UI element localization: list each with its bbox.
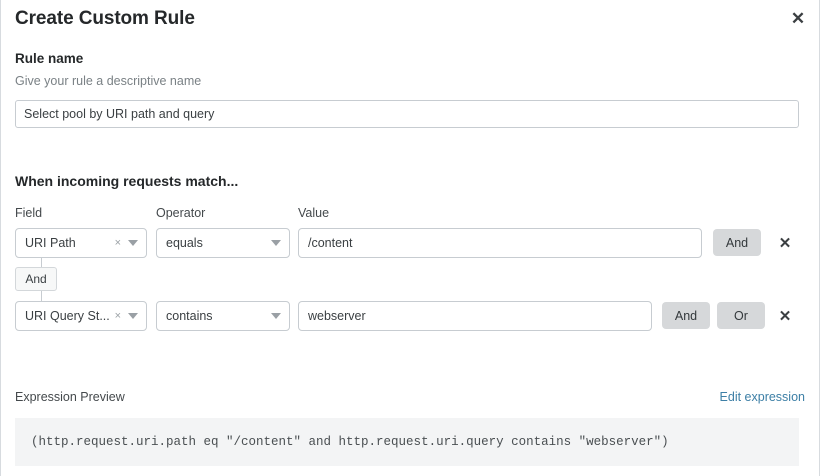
page-title: Create Custom Rule	[15, 8, 195, 29]
condition-row: URI Path × equals And ✕	[1, 228, 820, 258]
field-select-value-1: URI Query St...	[25, 309, 110, 323]
chevron-down-icon	[128, 240, 138, 246]
connector-line-top	[41, 258, 42, 267]
operator-select-0[interactable]: equals	[156, 228, 290, 258]
edit-expression-link[interactable]: Edit expression	[719, 390, 805, 404]
chevron-down-icon	[128, 313, 138, 319]
add-or-condition-button-1[interactable]: Or	[717, 302, 765, 329]
condition-row: URI Query St... × contains And Or ✕	[1, 301, 820, 331]
clear-icon[interactable]: ×	[114, 310, 121, 322]
delete-condition-icon-1[interactable]: ✕	[773, 301, 797, 331]
field-select-value-0: URI Path	[25, 236, 76, 250]
column-header-value: Value	[298, 206, 330, 220]
add-and-condition-button-1[interactable]: And	[662, 302, 710, 329]
expression-preview-box: (http.request.uri.path eq "/content" and…	[15, 418, 799, 466]
value-input-0[interactable]	[298, 228, 702, 258]
expression-preview-label: Expression Preview	[15, 390, 125, 404]
match-section-heading: When incoming requests match...	[15, 173, 239, 189]
rule-name-label: Rule name	[15, 51, 84, 66]
clear-icon[interactable]: ×	[114, 237, 121, 249]
expression-preview-text: (http.request.uri.path eq "/content" and…	[31, 435, 669, 449]
operator-select-value-0: equals	[166, 236, 203, 250]
connector-line-bottom	[41, 291, 42, 301]
add-and-condition-button-0[interactable]: And	[713, 229, 761, 256]
operator-select-value-1: contains	[166, 309, 213, 323]
field-select-0[interactable]: URI Path ×	[15, 228, 147, 258]
column-header-operator: Operator	[156, 206, 206, 220]
column-header-field: Field	[15, 206, 43, 220]
operator-select-1[interactable]: contains	[156, 301, 290, 331]
connector-operator-badge[interactable]: And	[15, 267, 57, 291]
delete-condition-icon-0[interactable]: ✕	[773, 228, 797, 258]
close-icon[interactable]: ✕	[785, 5, 811, 31]
rule-name-input[interactable]	[15, 100, 799, 128]
rule-name-help-text: Give your rule a descriptive name	[15, 74, 202, 88]
field-select-1[interactable]: URI Query St... ×	[15, 301, 147, 331]
value-input-1[interactable]	[298, 301, 652, 331]
chevron-down-icon	[271, 240, 281, 246]
condition-connector: And	[1, 258, 161, 306]
chevron-down-icon	[271, 313, 281, 319]
